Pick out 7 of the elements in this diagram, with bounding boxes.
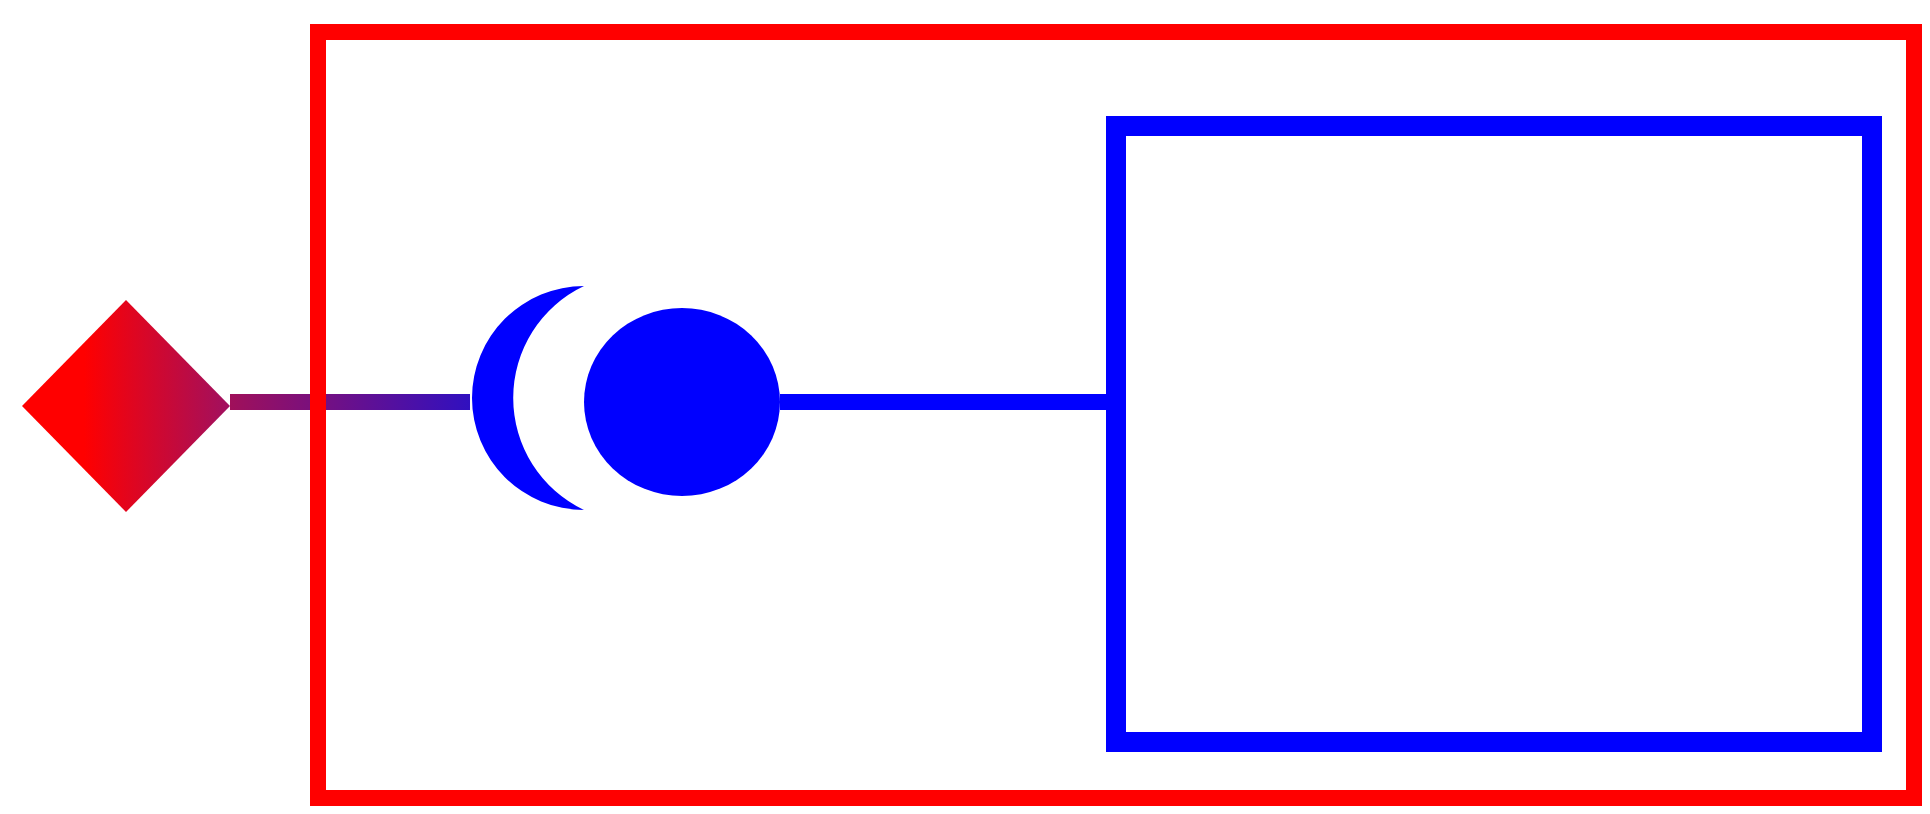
part-box <box>1106 116 1882 752</box>
ball-icon <box>584 308 780 496</box>
socket-icon <box>470 286 584 510</box>
connector-line <box>780 394 1106 410</box>
port-diamond <box>22 300 230 512</box>
component-box <box>310 24 1922 806</box>
connector-line <box>230 394 470 410</box>
